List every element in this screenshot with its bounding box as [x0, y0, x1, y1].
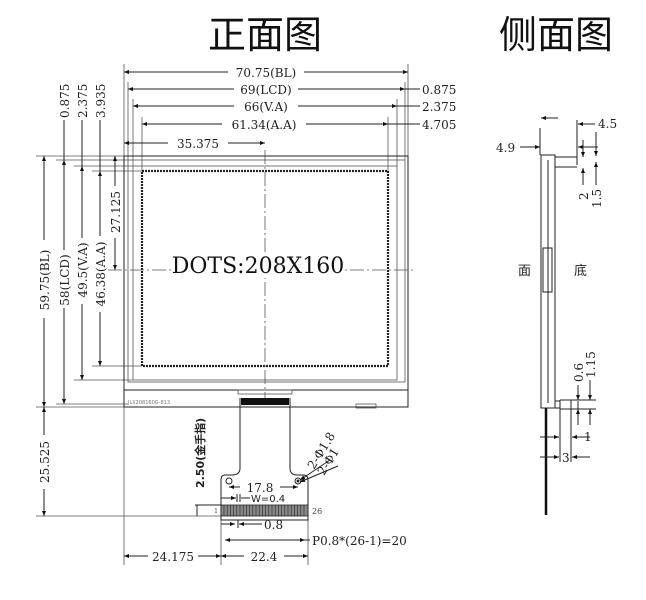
dim-lcd-height: 58(LCD): [58, 254, 72, 305]
pin-26-label: 26: [312, 507, 322, 516]
dim-center-x: 35.375: [177, 137, 219, 151]
side-dim-0-6: 0.6: [572, 363, 586, 382]
front-view-title: 正面图: [208, 13, 322, 57]
dim-center-y: 27.125: [109, 191, 123, 233]
dim-top-aa: 3.935: [94, 84, 108, 118]
dim-off-lcd: 0.875: [422, 83, 456, 97]
dim-gold-finger: 2.50(金手指): [193, 418, 207, 488]
dim-hole-pitch: 17.8: [247, 481, 274, 495]
side-view-title: 侧面图: [499, 13, 613, 57]
dim-off-aa: 4.705: [422, 118, 456, 132]
dim-bl-width: 70.75(BL): [236, 66, 297, 80]
dim-aa-width: 61.34(A.A): [232, 118, 297, 132]
side-face-label: 面: [518, 264, 531, 279]
dim-off-va: 2.375: [422, 100, 456, 114]
side-dim-top-width: 4.5: [598, 117, 617, 131]
dim-aa-height: 46.38(A.A): [94, 242, 108, 307]
side-dim-1-5: 1.5: [590, 189, 604, 208]
dim-fpc-width: 22.4: [251, 550, 278, 564]
side-dim-3: 3: [562, 451, 570, 465]
dim-fpc-offset: 24.175: [152, 550, 194, 564]
dim-lcd-width: 69(LCD): [240, 83, 291, 97]
dim-top-lcd: 0.875: [58, 84, 72, 118]
dim-va-width: 66(V.A): [244, 100, 288, 114]
dim-top-va: 2.375: [76, 84, 90, 118]
part-label: JLX208160G-813: [127, 400, 170, 406]
dim-fpc-length: 25.525: [38, 441, 52, 483]
lcd-module-side: [520, 116, 598, 515]
display-dots-text: DOTS:208X160: [172, 254, 344, 279]
pin-1-label: 1: [214, 508, 218, 515]
dim-bl-height: 59.75(BL): [38, 250, 52, 311]
lcd-module-front: [108, 150, 416, 409]
dim-va-height: 49.5(V.A): [76, 242, 90, 297]
side-bottom-label: 底: [574, 263, 587, 279]
dim-pin-width: W=0.4: [251, 494, 285, 505]
dim-pin-pitch: 0.8: [264, 518, 283, 532]
left-dimensions: [42, 120, 117, 516]
side-dim-2: 2: [577, 192, 591, 200]
side-dim-1-15: 1.15: [584, 351, 598, 378]
side-dim-1: 1: [584, 430, 592, 444]
dim-pin-span: P0.8*(26-1)=20: [312, 534, 407, 548]
side-dim-total-thick: 4.9: [496, 141, 515, 155]
